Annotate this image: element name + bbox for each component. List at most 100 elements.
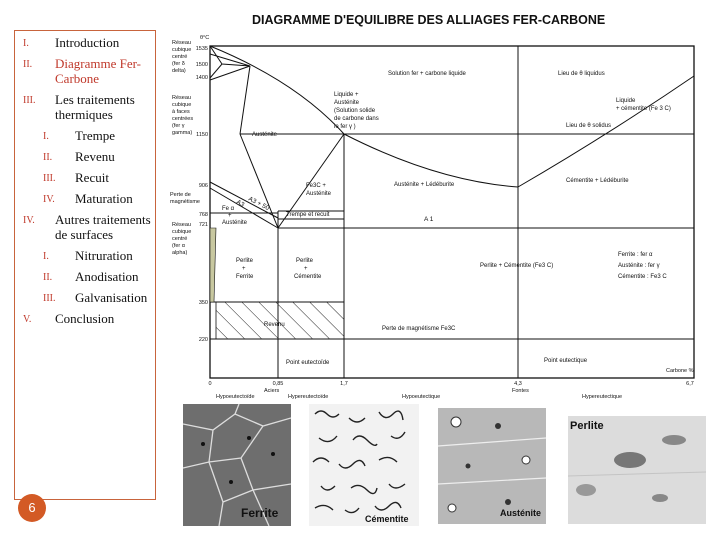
region-austenite-ledeburite: Austénite + Lédéburite bbox=[394, 182, 455, 188]
micrograph-label-perlite: Perlite bbox=[570, 420, 604, 432]
region-liquidus-label: Lieu de θ liquidus bbox=[558, 71, 605, 77]
delta-region-lines bbox=[209, 45, 251, 67]
toc-number: III. bbox=[23, 95, 36, 106]
region-perlite-cementite-3: Cémentite bbox=[294, 274, 322, 280]
toc-item-traitements-thermiques[interactable]: III. Les traitements thermiques bbox=[15, 92, 155, 122]
toc-label: Nitruration bbox=[75, 248, 133, 263]
toc-item-conclusion[interactable]: V. Conclusion bbox=[15, 311, 155, 326]
toc-number: III. bbox=[43, 173, 56, 184]
temp-label-1535: 1535 bbox=[196, 46, 208, 52]
toc-item-introduction[interactable]: I.Introduction bbox=[15, 35, 155, 50]
toc-label: Revenu bbox=[75, 149, 115, 164]
toc-label: Maturation bbox=[75, 191, 133, 206]
micrograph-ferrite: Ferrite bbox=[183, 404, 291, 526]
legend-austenite: Austénite : fer γ bbox=[618, 263, 660, 269]
micrograph-cementite: Cémentite bbox=[309, 404, 419, 526]
region-trempe-recuit: Trempe et recuit bbox=[286, 212, 330, 218]
label-point-eutectoide: Point eutectoïde bbox=[286, 360, 330, 366]
region-liquide-austenite-4: de carbone dans bbox=[334, 116, 379, 122]
region-liquide-austenite-3: (Solution solide bbox=[334, 108, 376, 114]
toc-item-diagramme-fer-carbone[interactable]: II.Diagramme Fer-Carbone bbox=[15, 56, 155, 86]
micrograph-label-cementite: Cémentite bbox=[365, 514, 409, 524]
label-delta-3: centré bbox=[172, 54, 187, 60]
region-solidus-label: Lieu de θ solidus bbox=[566, 123, 611, 129]
label-hypereutectique: Hypereutectique bbox=[582, 394, 622, 400]
region-perlite-cementite-1: Perlite bbox=[296, 258, 314, 264]
x-axis-unit: Carbone % bbox=[666, 368, 694, 374]
region-fe-a-austenite-3: Austénite bbox=[222, 220, 248, 226]
region-liquide-austenite-1: Liquide + bbox=[334, 92, 359, 98]
region-fe3c-austenite-1: Fe3C + bbox=[306, 183, 326, 189]
toc-label: Conclusion bbox=[55, 311, 115, 326]
label-gamma-6: gamma) bbox=[172, 130, 192, 136]
legend-cementite: Cémentite : Fe3 C bbox=[618, 274, 667, 280]
label-delta-5: delta) bbox=[172, 68, 186, 74]
region-perlite-ferrite-2: + bbox=[242, 266, 246, 272]
x-tick-0: 0 bbox=[208, 381, 211, 387]
toc-item-revenu[interactable]: II.Revenu bbox=[15, 149, 155, 164]
temp-label-220: 220 bbox=[199, 337, 208, 343]
toc-number: II. bbox=[43, 272, 53, 283]
x-tick-4-3: 4,3 bbox=[514, 381, 522, 387]
toc-label: Anodisation bbox=[75, 269, 139, 284]
toc-label: Recuit bbox=[75, 170, 109, 185]
region-revenu: Revenu bbox=[264, 322, 285, 328]
region-perlite-cementite-2: + bbox=[304, 266, 308, 272]
label-hypoeutectoide: Hypoeutectoïde bbox=[216, 394, 255, 400]
toc-item-recuit[interactable]: III. Recuit bbox=[15, 170, 155, 185]
liquidus-line bbox=[209, 45, 695, 188]
ferrite-sliver bbox=[209, 227, 217, 303]
toc-item-autres-traitements[interactable]: IV. Autres traitements de surfaces bbox=[15, 212, 155, 242]
toc-number: IV. bbox=[43, 194, 55, 205]
region-perlite-ferrite-3: Ferrite bbox=[236, 274, 254, 280]
label-hypereutectoide: Hypereutectoïde bbox=[288, 394, 328, 400]
micrograph-austenite: Austénite bbox=[438, 408, 546, 524]
micrograph-label-ferrite: Ferrite bbox=[241, 506, 279, 520]
toc-list: I.Introduction II.Diagramme Fer-Carbone … bbox=[15, 31, 155, 326]
perlite-texture bbox=[568, 416, 706, 524]
label-gamma-4: centrées bbox=[172, 116, 193, 122]
region-perte-magnetisme-fe3c: Perte de magnétisme Fe3C bbox=[382, 326, 456, 332]
region-fe-a-austenite-2: + bbox=[228, 213, 232, 219]
toc-label: Introduction bbox=[55, 35, 120, 50]
a3-line bbox=[209, 187, 279, 229]
region-fe-a-austenite-1: Fe α bbox=[222, 206, 235, 212]
label-delta-4: (fer δ bbox=[172, 61, 185, 67]
toc-item-trempe[interactable]: I.Trempe bbox=[15, 128, 155, 143]
x-tick-0-85: 0,85 bbox=[273, 381, 284, 387]
y-axis-unit: θ°C bbox=[200, 35, 209, 41]
toc-item-galvanisation[interactable]: III.Galvanisation bbox=[15, 290, 155, 305]
label-delta-1: Réseau bbox=[172, 40, 191, 46]
region-liquide-austenite-5: le fer γ ) bbox=[334, 124, 356, 130]
toc-label: Autres traitements de surfaces bbox=[55, 212, 151, 242]
region-austenite: Austénite bbox=[252, 132, 278, 138]
diagram-frame bbox=[209, 45, 695, 379]
toc-number: V. bbox=[23, 314, 32, 325]
toc-item-anodisation[interactable]: II. Anodisation bbox=[15, 269, 155, 284]
region-perlite-cementite-fe3c: Perlite + Cémentite (Fe3 C) bbox=[480, 263, 553, 269]
region-liquide-austenite-2: Austénite bbox=[334, 100, 360, 106]
diagram-title: DIAGRAMME D'EQUILIBRE DES ALLIAGES FER-C… bbox=[252, 13, 605, 27]
toc-label: Galvanisation bbox=[75, 290, 148, 305]
label-alpha-2: cubique bbox=[172, 229, 191, 235]
austenite-texture bbox=[438, 408, 546, 524]
label-point-eutectique: Point eutectique bbox=[544, 358, 588, 364]
label-gamma-1: Réseau bbox=[172, 95, 191, 101]
temp-label-906: 906 bbox=[199, 183, 208, 189]
toc-number: IV. bbox=[23, 215, 35, 226]
toc-item-maturation[interactable]: IV. Maturation bbox=[15, 191, 155, 206]
label-alpha-3: centré bbox=[172, 236, 187, 242]
acm-upper-line bbox=[277, 133, 345, 229]
iron-carbon-phase-diagram: DIAGRAMME D'EQUILIBRE DES ALLIAGES FER-C… bbox=[166, 6, 706, 402]
region-cementite-ledeburite: Cémentite + Lédéburite bbox=[566, 178, 629, 184]
label-alpha-4: (fer α bbox=[172, 243, 186, 249]
toc-item-nitruration[interactable]: I.Nitruration bbox=[15, 248, 155, 263]
region-liquide-cementite-2: + cémentite (Fe 3 C) bbox=[616, 106, 671, 112]
toc-label: Les traitements thermiques bbox=[55, 92, 135, 122]
label-aciers: Aciers bbox=[264, 388, 280, 394]
a3-plus-50-line bbox=[209, 181, 279, 219]
solidus-line bbox=[239, 65, 251, 135]
x-tick-1-7: 1,7 bbox=[340, 381, 348, 387]
toc-number: II. bbox=[23, 59, 33, 70]
table-of-contents-panel: I.Introduction II.Diagramme Fer-Carbone … bbox=[14, 30, 156, 500]
